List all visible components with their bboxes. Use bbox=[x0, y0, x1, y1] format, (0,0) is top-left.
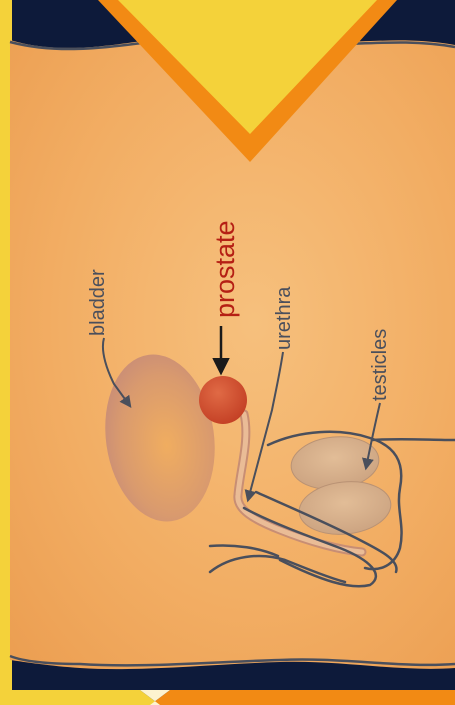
prostate-label: prostate bbox=[210, 220, 240, 318]
bottom-frame-yellow bbox=[0, 690, 160, 705]
prostate-organ bbox=[199, 376, 247, 424]
thigh-line bbox=[372, 439, 455, 440]
bottom-frame-orange bbox=[150, 690, 455, 705]
urethra-label: urethra bbox=[273, 286, 295, 350]
bladder-label: bladder bbox=[87, 269, 109, 336]
testicles-label: testicles bbox=[369, 329, 391, 401]
